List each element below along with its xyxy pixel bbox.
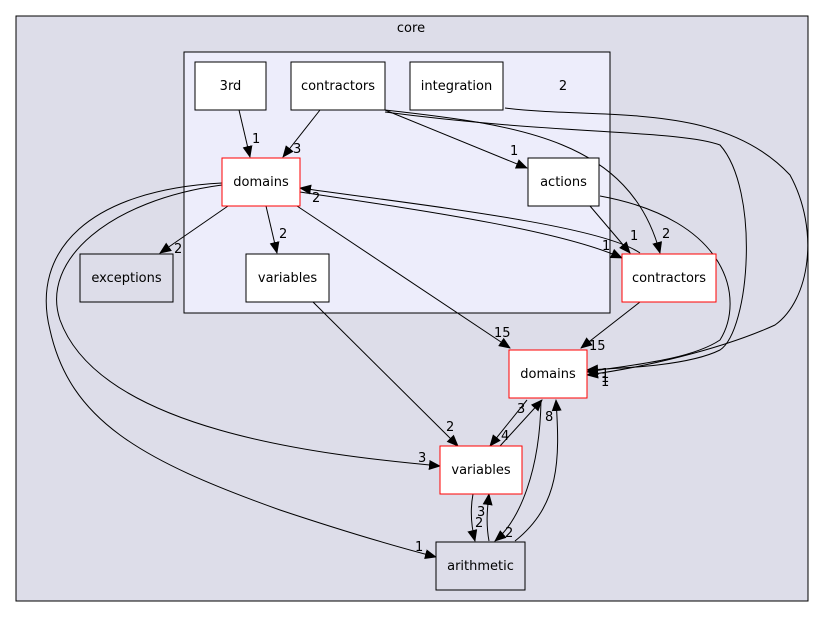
edge-contractors-contractors-out <box>384 109 662 254</box>
edge-domains-arithmetic <box>45 182 437 560</box>
node-domains-inner[interactable]: domains <box>221 157 301 207</box>
edge-contractors-out-domains <box>299 184 641 254</box>
node-integration-label: integration <box>421 79 492 94</box>
node-variables-outer-box[interactable] <box>439 445 523 495</box>
edge-label-arithmetic-variables-out: 3 <box>477 505 485 520</box>
edge-domains-variables <box>265 205 280 254</box>
node-variables-inner-box[interactable] <box>245 253 330 303</box>
node-arithmetic-box[interactable] <box>435 541 526 591</box>
node-exceptions[interactable]: exceptions <box>79 253 174 303</box>
edge-3rd-domains <box>238 109 253 158</box>
edge-contractors-actions <box>384 109 528 169</box>
edge-label-domains-contractors-out: 1 <box>602 239 610 254</box>
node-contractors-inner-label: contractors <box>301 79 375 94</box>
edge-label-contractors-domains-out: 1 <box>601 367 609 382</box>
edge-actions-domains-out <box>586 195 731 376</box>
node-3rd-box[interactable] <box>194 61 267 111</box>
edge-label-variables-out-arithmetic: 2 <box>475 516 483 531</box>
node-actions-label: actions <box>540 175 587 190</box>
node-arithmetic-label: arithmetic <box>447 559 514 574</box>
node-contractors-inner-box[interactable] <box>290 61 386 111</box>
edge-label-integration-domains-out: 1 <box>601 375 609 390</box>
edge-integration-domains-out <box>504 107 809 379</box>
edge-label-actions-contractors-out: 1 <box>630 229 638 244</box>
edge-label-variables-out-domains-out: 4 <box>501 429 509 444</box>
node-domains-outer-box[interactable] <box>508 349 588 399</box>
edge-actions-contractors-out <box>589 205 631 254</box>
edge-domains-out-arithmetic <box>494 399 542 542</box>
node-contractors-outer-label: contractors <box>632 271 706 286</box>
node-integration-box[interactable] <box>409 61 504 111</box>
edge-domains-contractors-out <box>299 191 623 259</box>
edge-label-domains-domains-out: 15 <box>494 326 511 341</box>
node-actions-box[interactable] <box>527 157 600 207</box>
edge-domains-domains-out <box>296 205 511 349</box>
edge-label-contractors-actions: 1 <box>510 144 518 159</box>
node-contractors-inner[interactable]: contractors <box>290 61 386 111</box>
edge-label-3rd-domains: 1 <box>252 132 260 147</box>
node-variables-inner[interactable]: variables <box>245 253 330 303</box>
cluster-core-label: core <box>397 21 425 36</box>
node-3rd[interactable]: 3rd <box>194 61 267 111</box>
cluster-2-label: 2 <box>559 79 567 94</box>
node-variables-inner-label: variables <box>258 271 317 286</box>
edge-contractors-domains <box>282 109 321 158</box>
node-actions[interactable]: actions <box>527 157 600 207</box>
edge-label-contractors-contractors-out: 2 <box>662 227 670 242</box>
edge-domains-variables-out <box>56 184 441 470</box>
edge-domains-exceptions <box>159 205 229 254</box>
node-domains-outer-label: domains <box>520 367 576 382</box>
node-contractors-outer-box[interactable] <box>621 253 717 303</box>
edge-domains-out-variables-out <box>489 399 528 447</box>
edge-label-domains-variables: 2 <box>279 227 287 242</box>
edges <box>45 107 809 560</box>
edge-label-domains-exceptions: 2 <box>174 242 182 257</box>
edge-variables-out-domains-out <box>499 399 543 447</box>
node-domains-outer[interactable]: domains <box>508 349 588 399</box>
edge-label-domains-out-variables-out: 3 <box>517 402 525 417</box>
edge-label-actions-domains-out: 1 <box>601 371 609 386</box>
node-contractors-outer[interactable]: contractors <box>621 253 717 303</box>
node-exceptions-box[interactable] <box>79 253 174 303</box>
node-integration[interactable]: integration <box>409 61 504 111</box>
edge-label-contractors-out-domains-out: 15 <box>589 339 606 354</box>
edge-label-domains-out-arithmetic: 2 <box>505 526 513 541</box>
edge-arithmetic-variables-out <box>482 493 493 542</box>
node-domains-inner-box[interactable] <box>221 157 301 207</box>
edge-label-variables-in-variables-out: 2 <box>446 420 454 435</box>
node-arithmetic[interactable]: arithmetic <box>435 541 526 591</box>
edge-label-domains-arithmetic: 1 <box>415 540 423 555</box>
edge-label-domains-variables-out: 3 <box>418 451 426 466</box>
edge-label-contractors-out-domains: 2 <box>312 191 320 206</box>
node-domains-inner-label: domains <box>233 175 289 190</box>
edge-variables-in-variables-out <box>312 301 459 447</box>
edge-label-contractors-domains: 3 <box>293 142 301 157</box>
edge-arithmetic-domains-out <box>514 399 562 542</box>
edge-contractors-out-domains-out <box>580 301 641 349</box>
edge-label-arithmetic-domains-out: 8 <box>545 410 553 425</box>
node-3rd-label: 3rd <box>220 79 242 94</box>
node-variables-outer[interactable]: variables <box>439 445 523 495</box>
edge-labels: 1 3 1 2 2 2 2 1 1 15 15 1 1 1 3 4 2 8 2 … <box>174 132 670 555</box>
edge-contractors-domains-out <box>384 111 747 375</box>
node-variables-outer-label: variables <box>451 463 510 478</box>
node-exceptions-label: exceptions <box>91 271 162 286</box>
edge-variables-out-arithmetic <box>467 493 478 542</box>
